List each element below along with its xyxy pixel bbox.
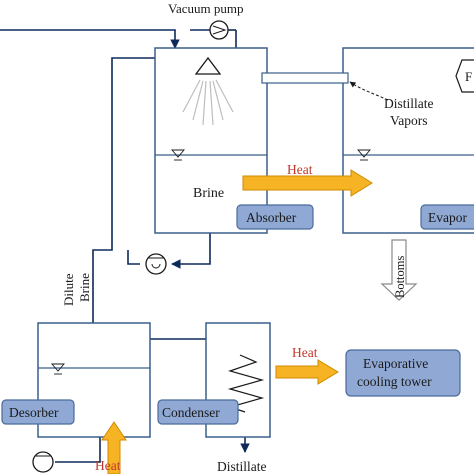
- feed-label: F: [465, 69, 472, 84]
- spray-nozzle-icon: [182, 56, 234, 126]
- liquid-level-icon: [171, 149, 185, 158]
- dilute-brine-label-1: Dilute: [61, 273, 76, 306]
- absorber-label: Absorber: [246, 210, 297, 225]
- evaporator-label: Evapor: [428, 210, 467, 225]
- vacuum-pump-label: Vacuum pump: [168, 1, 243, 16]
- bottoms-label: Bottoms: [393, 255, 407, 298]
- vacuum-line: [0, 29, 180, 49]
- distillate-vapors-label-1: Distillate: [384, 96, 434, 111]
- liquid-level-icon: [51, 363, 65, 372]
- condenser-label: Condenser: [162, 405, 220, 420]
- cooling-tower-label-1: Evaporative: [363, 356, 428, 371]
- desorber-bottom-line: [55, 437, 101, 463]
- bottom-pump-icon: [32, 451, 54, 473]
- evaporator-label-box: [420, 204, 474, 230]
- distillate-label: Distillate: [217, 459, 267, 474]
- evaporator-vessel: [342, 47, 474, 234]
- heat-label-absorber: Heat: [287, 162, 313, 177]
- liquid-level-icon: [357, 149, 371, 158]
- heat-arrow-condenser: [275, 359, 339, 385]
- desorber-label-box: [1, 399, 75, 425]
- pump-to-desorber-line: [127, 250, 140, 265]
- cooling-tower-box: [345, 349, 461, 397]
- heat-label-desorber: Heat: [95, 458, 121, 473]
- cooling-tower-label-2: cooling tower: [357, 374, 432, 389]
- heat-label-condenser: Heat: [292, 345, 318, 360]
- vapor-duct: [261, 72, 349, 84]
- dilute-brine-label-2: Brine: [77, 273, 92, 302]
- desorber-label: Desorber: [9, 405, 59, 420]
- feed-arrow: [455, 59, 474, 93]
- spray-feed-line: [92, 53, 209, 323]
- brine-pump-icon: [145, 253, 167, 275]
- distillate-vapors-label-2: Vapors: [390, 113, 428, 128]
- heat-arrow-absorber: [242, 169, 373, 197]
- heat-arrow-desorber: [101, 421, 127, 474]
- absorber-label-box: [236, 204, 314, 230]
- absorber-outlet-line: [171, 233, 211, 269]
- condenser-label-box: [157, 399, 239, 425]
- vacuum-pump-icon: [209, 20, 229, 40]
- brine-label: Brine: [193, 186, 224, 201]
- bottoms-arrow: [380, 239, 418, 301]
- absorber-vessel: [154, 47, 268, 234]
